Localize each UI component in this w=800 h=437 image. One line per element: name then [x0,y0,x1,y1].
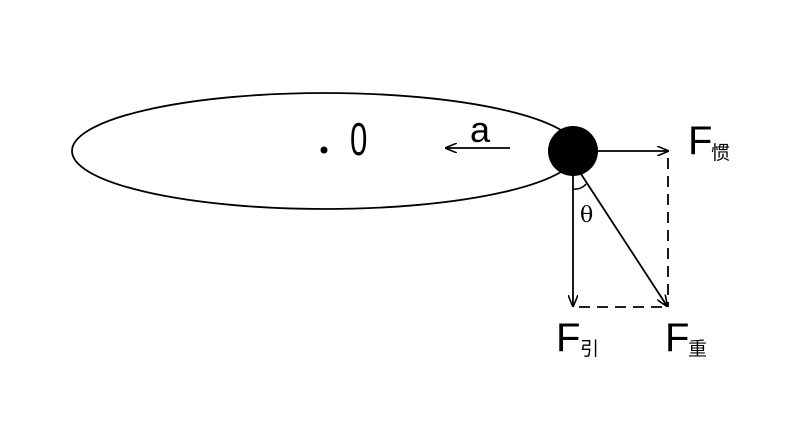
center-point [320,146,328,154]
tension-force-label: F 引 [556,316,599,360]
inertial-force-label: F 惯 [688,119,730,164]
gravity-force-subscript: 重 [688,338,707,360]
inertial-force-symbol: F [688,119,712,163]
gravity-force-arrow [580,173,667,306]
center-label: 0 [350,114,367,165]
gravity-force-symbol: F [665,316,689,360]
inertial-force-subscript: 惯 [711,142,730,164]
ball [548,126,598,176]
angle-arc [572,183,587,190]
angle-label: θ [580,203,593,228]
tension-force-subscript: 引 [580,338,599,360]
acceleration-label: a [470,109,491,150]
tension-force-symbol: F [556,316,580,360]
gravity-force-label: F 重 [665,316,707,360]
